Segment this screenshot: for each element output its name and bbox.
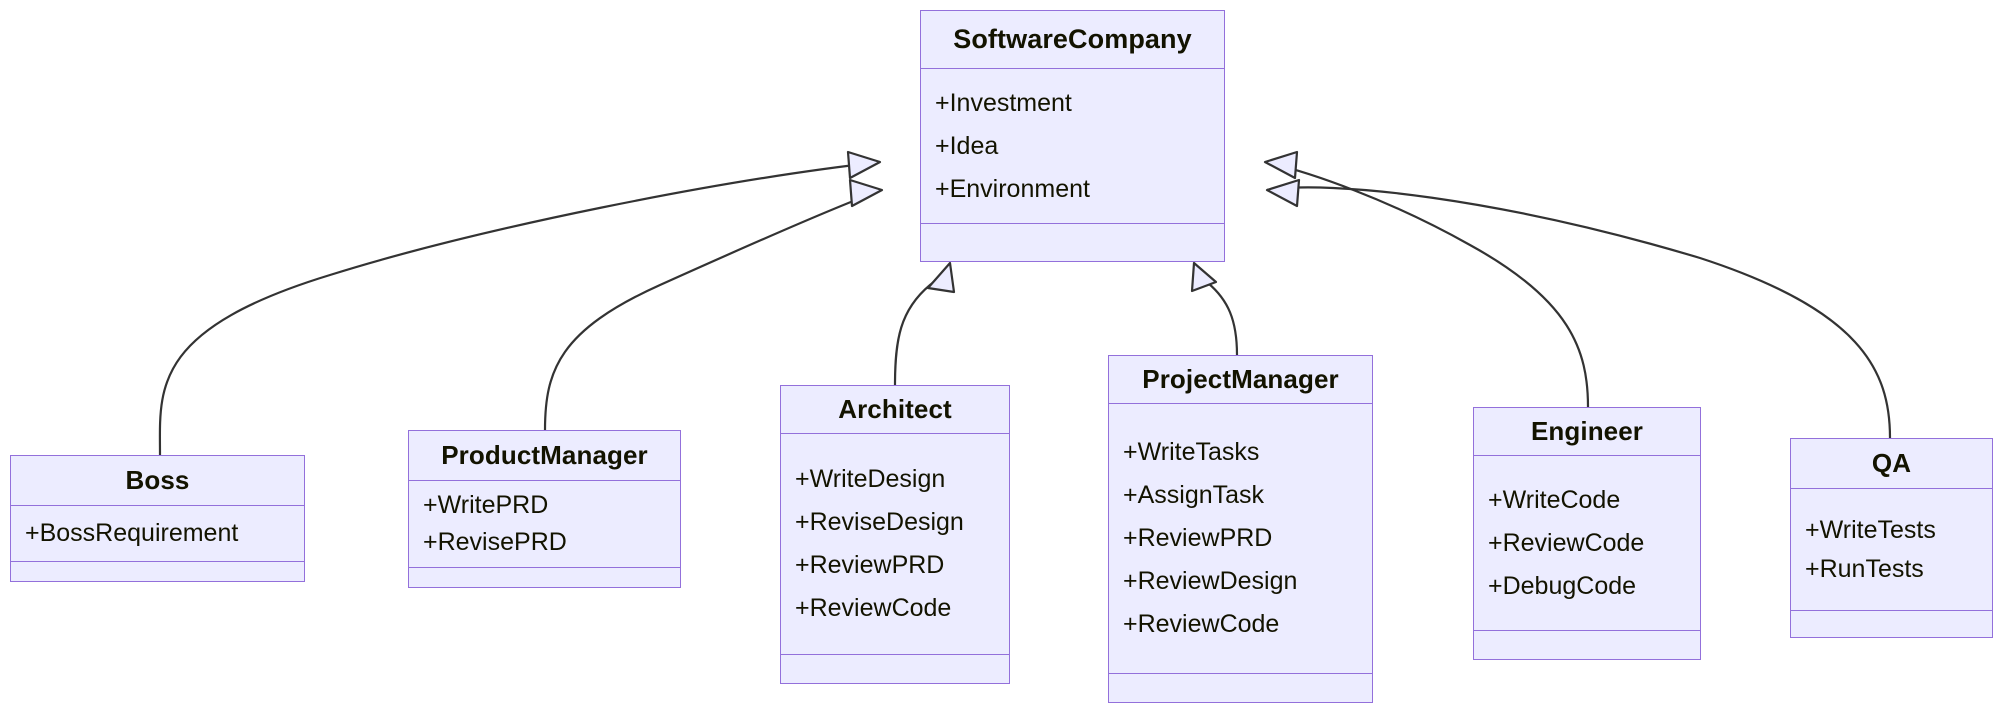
inheritance-arrowhead <box>848 178 884 208</box>
class-member: +ReviewCode <box>1488 528 1645 557</box>
class-node-architect[interactable]: Architect +WriteDesign +ReviseDesign +Re… <box>780 385 1010 684</box>
inheritance-arrowhead <box>1265 178 1301 208</box>
class-member: +Environment <box>935 174 1090 203</box>
class-methods-architect <box>781 655 1009 683</box>
class-member: +ReviewPRD <box>1123 524 1273 552</box>
edge-boss-to-softwarecompany <box>158 150 882 456</box>
class-title-architect: Architect <box>781 386 1009 434</box>
class-member: +Idea <box>935 131 999 160</box>
class-member: +WriteTests <box>1805 515 1936 544</box>
class-members-qa: +WriteTests +RunTests <box>1791 489 1992 611</box>
class-members-productmanager: +WritePRD +RevisePRD <box>409 481 680 568</box>
class-title-engineer: Engineer <box>1474 408 1700 456</box>
class-node-softwarecompany[interactable]: SoftwareCompany +Investment +Idea +Envir… <box>920 10 1225 262</box>
edge-architect-to-softwarecompany <box>893 261 956 386</box>
class-members-architect: +WriteDesign +ReviseDesign +ReviewPRD +R… <box>781 434 1009 655</box>
class-member: +RevisePRD <box>423 528 567 556</box>
class-member: +WriteDesign <box>795 465 946 493</box>
class-title-projectmanager: ProjectManager <box>1109 356 1372 404</box>
edge-projectmanager-to-softwarecompany <box>1190 261 1239 356</box>
class-node-boss[interactable]: Boss +BossRequirement <box>10 455 305 582</box>
class-node-engineer[interactable]: Engineer +WriteCode +ReviewCode +DebugCo… <box>1473 407 1701 660</box>
inheritance-arrowhead <box>926 261 956 294</box>
class-methods-boss <box>11 562 304 581</box>
class-member: +ReviewCode <box>795 594 952 622</box>
class-member: +ReviewCode <box>1123 610 1280 638</box>
class-member: +WriteTasks <box>1123 438 1260 466</box>
class-title-softwarecompany: SoftwareCompany <box>921 11 1224 69</box>
class-member: +ReviewPRD <box>795 551 945 579</box>
class-methods-productmanager <box>409 568 680 587</box>
class-title-productmanager: ProductManager <box>409 431 680 481</box>
class-member: +ReviseDesign <box>795 508 964 536</box>
class-member: +DebugCode <box>1488 571 1637 600</box>
class-member: +ReviewDesign <box>1123 567 1298 595</box>
class-node-projectmanager[interactable]: ProjectManager +WriteTasks +AssignTask +… <box>1108 355 1373 703</box>
class-methods-softwarecompany <box>921 224 1224 261</box>
class-members-engineer: +WriteCode +ReviewCode +DebugCode <box>1474 456 1700 631</box>
class-member: +WritePRD <box>423 491 549 519</box>
class-members-projectmanager: +WriteTasks +AssignTask +ReviewPRD +Revi… <box>1109 404 1372 674</box>
class-methods-projectmanager <box>1109 674 1372 702</box>
class-members-softwarecompany: +Investment +Idea +Environment <box>921 69 1224 224</box>
class-title-boss: Boss <box>11 456 304 506</box>
class-methods-engineer <box>1474 631 1700 659</box>
class-member: +RunTests <box>1805 554 1924 583</box>
inheritance-arrowhead <box>1190 261 1218 293</box>
class-node-productmanager[interactable]: ProductManager +WritePRD +RevisePRD <box>408 430 681 588</box>
class-member: +WriteCode <box>1488 485 1621 514</box>
class-members-boss: +BossRequirement <box>11 506 304 562</box>
class-methods-qa <box>1791 611 1992 637</box>
inheritance-arrowhead <box>1263 150 1299 180</box>
class-member: +Investment <box>935 88 1072 117</box>
class-title-qa: QA <box>1791 439 1992 489</box>
inheritance-arrowhead <box>846 150 882 180</box>
class-member: +AssignTask <box>1123 481 1265 509</box>
class-node-qa[interactable]: QA +WriteTests +RunTests <box>1790 438 1993 638</box>
class-member: +BossRequirement <box>25 519 239 547</box>
